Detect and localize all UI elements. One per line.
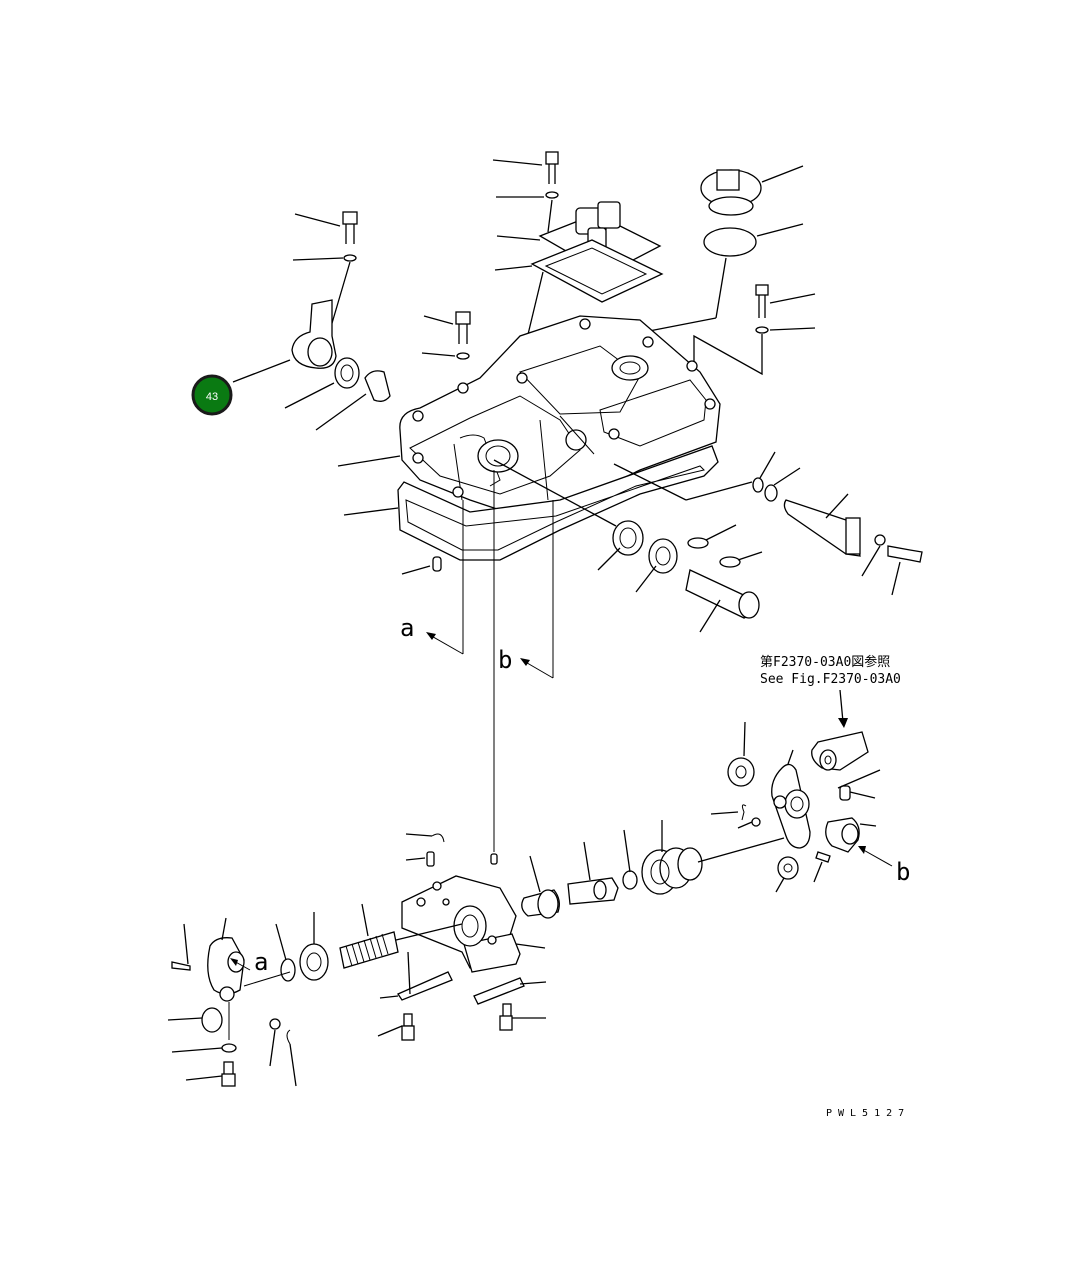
callout-43-number: 43: [206, 391, 218, 403]
housing-gasket: [343, 445, 719, 575]
letter-b-right: b: [896, 858, 910, 886]
shaft-seal-stack: [521, 820, 785, 919]
drawing-code: PWL5127: [826, 1108, 910, 1119]
letter-b-top: b: [498, 646, 512, 674]
lower-housing: [401, 833, 546, 973]
cover-gasket: [494, 239, 664, 377]
top-center-bolt: [492, 151, 559, 233]
leader-a: a: [400, 500, 464, 655]
lever-arm: [232, 299, 337, 383]
reference-en: See Fig.F2370-03A0: [760, 672, 901, 687]
reference-leader: [839, 689, 844, 723]
reference-jp: 第F2370-03A0図参照: [760, 654, 890, 670]
leader-b: b: [498, 500, 554, 679]
bearing-sleeve: [275, 912, 329, 982]
letter-a-top: a: [400, 614, 414, 642]
housing-bolt: [421, 311, 471, 360]
lock-plates: [377, 951, 547, 1041]
left-bolt: [292, 211, 358, 331]
letter-a-left: a: [254, 948, 268, 976]
lever-plate: b: [710, 721, 910, 893]
lever-bearing: [284, 357, 391, 431]
right-bolt: [693, 284, 816, 376]
seal-set: [493, 459, 763, 633]
callout-43[interactable]: 43: [191, 374, 233, 416]
main-housing: [337, 315, 721, 511]
ref-yoke: [811, 731, 869, 771]
spring: [339, 903, 463, 969]
shaft-assembly: [613, 451, 923, 596]
left-bracket: a: [167, 917, 297, 1087]
filler-cap: [643, 165, 804, 333]
